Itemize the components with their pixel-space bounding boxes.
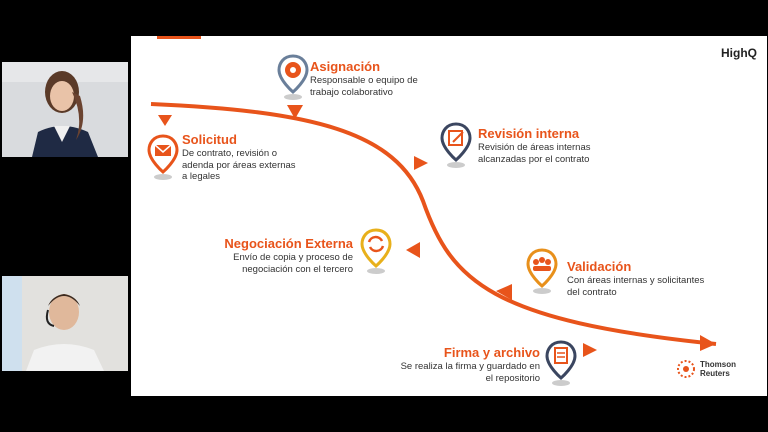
step-description: Con áreas internas y solicitantes del co… [567, 275, 705, 298]
team-assignment-icon [276, 54, 310, 102]
step-asignacion: Asignación Responsable o equipo de traba… [310, 59, 418, 98]
flow-arrow [414, 156, 428, 170]
step-validacion: Validación Con áreas internas y solicita… [567, 259, 704, 298]
request-envelope-icon [146, 134, 180, 182]
step-solicitud: Solicitud De contrato, revisión o adenda… [182, 132, 296, 183]
thomson-reuters-wordmark: Thomson Reuters [700, 360, 736, 378]
step-revision-interna: Revisión interna Revisión de áreas inter… [478, 126, 590, 165]
participant-2-video [2, 276, 128, 371]
step-title: Negociación Externa [224, 236, 353, 251]
thomson-reuters-logo: Thomson Reuters [676, 359, 736, 379]
participant-video-tile-2[interactable] [2, 276, 128, 371]
exchange-arrows-icon [359, 228, 393, 276]
flow-arrow [158, 115, 172, 126]
flow-arrow [496, 284, 512, 300]
step-title: Revisión interna [478, 126, 580, 141]
step-description: Revisión de áreas internas alcanzadas po… [478, 142, 591, 165]
step-title: Validación [567, 259, 632, 274]
thomson-reuters-mark-icon [677, 360, 695, 378]
participant-video-tile-1[interactable] [2, 62, 128, 157]
shared-presentation-slide: HighQ Asignación Responsable o equipo de… [131, 36, 767, 396]
step-title: Solicitud [182, 132, 237, 147]
flow-arrow-head [700, 335, 716, 351]
step-description: De contrato, revisión o adenda por áreas… [182, 148, 296, 182]
signed-document-icon [544, 340, 578, 388]
step-title: Firma y archivo [443, 345, 540, 360]
step-title: Asignación [310, 59, 381, 74]
flow-arrow [287, 105, 303, 119]
edit-document-icon [439, 122, 473, 170]
step-description: Se realiza la firma y guardado en el rep… [400, 361, 540, 384]
step-negociacion-externa: Negociación Externa Envío de copia y pro… [189, 236, 353, 275]
participant-1-video [2, 62, 128, 157]
flow-arrow [406, 242, 420, 258]
highq-logo: HighQ [721, 46, 757, 60]
step-description: Responsable o equipo de trabajo colabora… [310, 75, 418, 98]
step-firma-y-archivo: Firma y archivo Se realiza la firma y gu… [345, 345, 540, 384]
process-flow-curve [150, 36, 717, 357]
flow-arrow [583, 343, 597, 357]
group-validation-icon [525, 248, 559, 296]
step-description: Envío de copia y proceso de negociación … [233, 252, 353, 275]
